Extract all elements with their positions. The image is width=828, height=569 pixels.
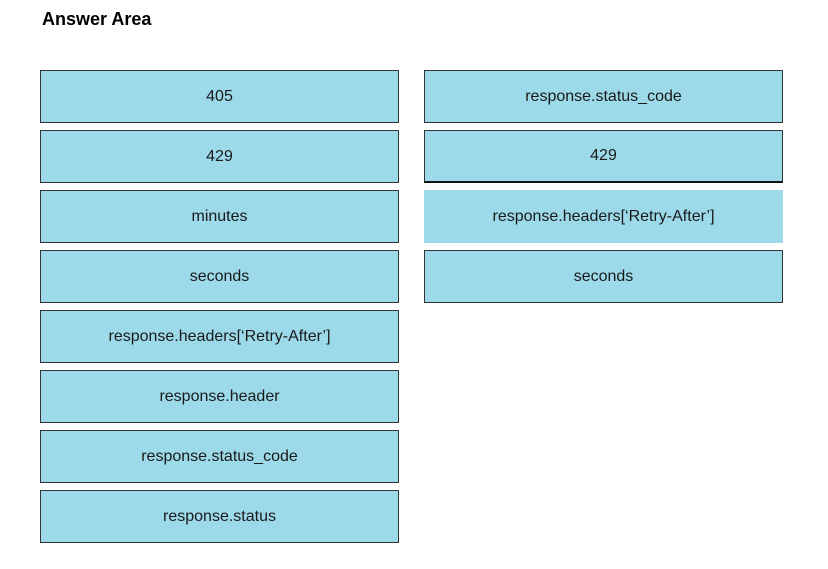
answer-slot-1[interactable]: response.status_code	[424, 70, 783, 123]
answer-slot-4[interactable]: seconds	[424, 250, 783, 303]
answer-slots-list: response.status_code 429 response.header…	[424, 70, 783, 310]
answer-slot-label: seconds	[573, 267, 634, 285]
answer-slot-2[interactable]: 429	[424, 130, 783, 183]
option-label: response.header	[159, 387, 280, 405]
option-tile[interactable]: response.header	[40, 370, 399, 423]
option-tile[interactable]: response.status_code	[40, 430, 399, 483]
source-options-list: 405 429 minutes seconds response.headers…	[40, 70, 399, 550]
option-label: 429	[206, 147, 233, 165]
option-label: 405	[206, 87, 233, 105]
option-tile[interactable]: seconds	[40, 250, 399, 303]
option-tile[interactable]: 429	[40, 130, 399, 183]
option-tile[interactable]: response.status	[40, 490, 399, 543]
answer-slot-3[interactable]: response.headers[‘Retry-After’]	[424, 190, 783, 243]
option-label: response.headers[‘Retry-After’]	[108, 327, 331, 345]
option-tile[interactable]: 405	[40, 70, 399, 123]
option-label: seconds	[189, 267, 250, 285]
option-tile[interactable]: response.headers[‘Retry-After’]	[40, 310, 399, 363]
option-label: response.status	[163, 507, 276, 525]
answer-slot-label: response.status_code	[525, 87, 682, 105]
option-label: minutes	[191, 207, 248, 225]
option-tile[interactable]: minutes	[40, 190, 399, 243]
answer-slot-label: 429	[590, 147, 617, 164]
option-label: response.status_code	[141, 447, 298, 465]
answer-area-title: Answer Area	[42, 9, 152, 29]
answer-slot-label: response.headers[‘Retry-After’]	[492, 207, 715, 225]
